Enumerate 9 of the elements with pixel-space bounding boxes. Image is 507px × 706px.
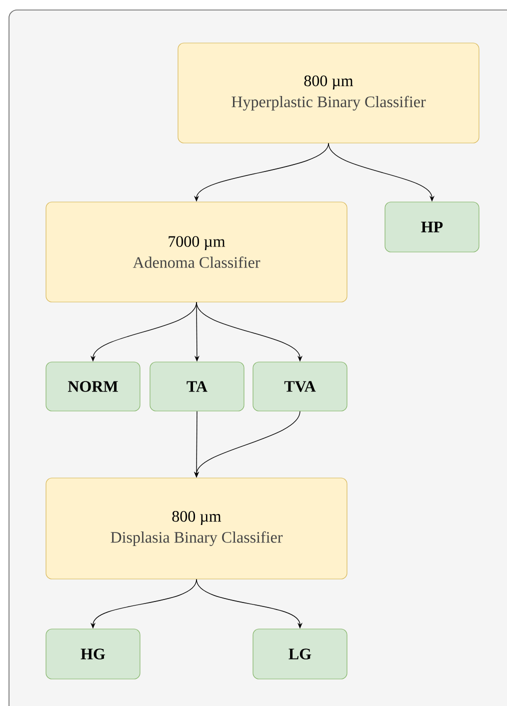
classifier-box: 800 µm Displasia Binary Classifier bbox=[46, 478, 348, 580]
result-box: HP bbox=[384, 202, 480, 252]
result-box: NORM bbox=[46, 362, 140, 412]
result-box: LG bbox=[252, 628, 348, 680]
result-box: TA bbox=[150, 362, 244, 412]
classifier-box: 800 µm Hyperplastic Binary Classifier bbox=[178, 42, 480, 144]
result-box: HG bbox=[46, 628, 140, 680]
classifier-box: 7000 µm Adenoma Classifier bbox=[46, 202, 348, 302]
result-box: TVA bbox=[252, 362, 348, 412]
